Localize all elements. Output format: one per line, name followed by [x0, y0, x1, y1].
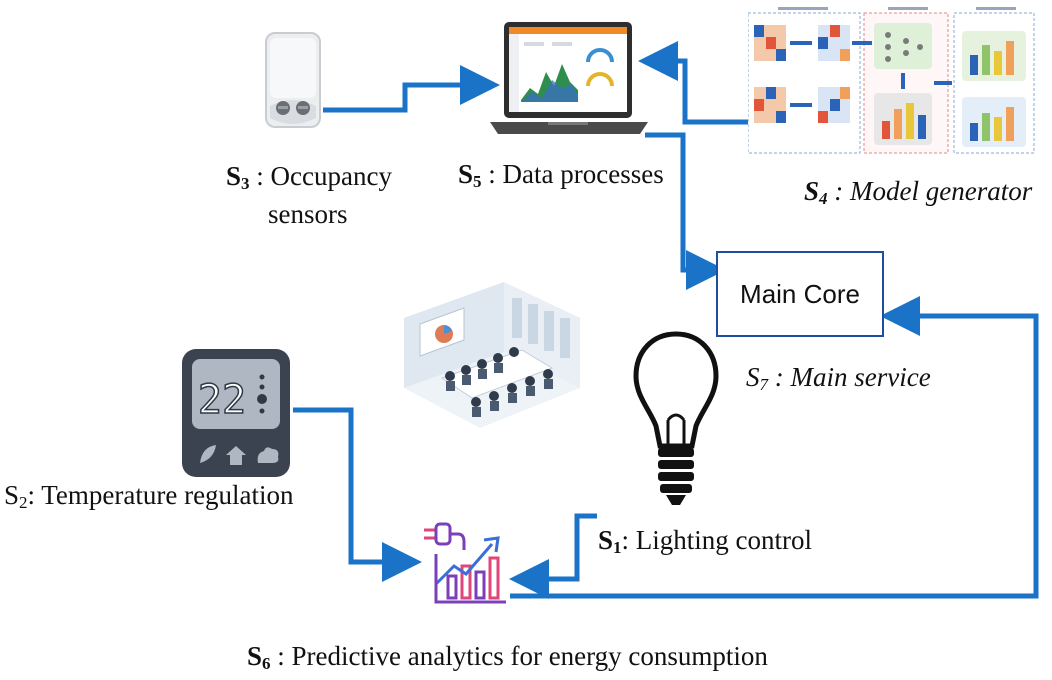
label-s7-num: 7	[759, 375, 769, 394]
thermostat-icon: 22	[182, 349, 290, 477]
label-s4-prefix: S	[804, 176, 820, 206]
occupancy-to-data-arrow	[323, 65, 500, 113]
label-s6: S6 : Predictive analytics for energy con…	[247, 640, 768, 680]
label-s5-num: 5	[473, 172, 482, 191]
light-bulb-icon	[633, 331, 719, 505]
label-s4-text: : Model generator	[827, 176, 1033, 206]
label-s3-line2-wrap: sensors	[268, 198, 348, 230]
label-s4-num: 4	[819, 189, 828, 208]
model-to-data-arrow	[638, 41, 748, 125]
laptop-dashboard-icon	[490, 22, 648, 134]
thermostat-reading: 22	[198, 377, 246, 423]
label-s2: S2: Temperature regulation	[4, 479, 294, 519]
label-s3-line2: sensors	[268, 199, 348, 229]
occupancy-sensor-icon	[265, 32, 321, 128]
thermostat-to-analytics-arrow	[293, 407, 422, 582]
label-s3-prefix: S	[226, 161, 242, 191]
label-s1-prefix: S	[598, 525, 614, 555]
label-s7: S7 : Main service	[746, 361, 931, 401]
main-core-label: Main Core	[740, 278, 860, 309]
label-s5-prefix: S	[458, 159, 474, 189]
label-s1: S1: Lighting control	[598, 524, 812, 564]
label-s1-num: 1	[613, 538, 622, 557]
model-generator-diagram-icon	[748, 7, 1035, 154]
label-s5-text: : Data processes	[481, 159, 664, 189]
label-s3: S3 : Occupancy	[226, 160, 392, 200]
label-s2-num: 2	[19, 493, 28, 512]
main-core-box: Main Core	[716, 251, 884, 337]
analytics-to-core-arrow	[510, 296, 1039, 599]
label-s6-text: : Predictive analytics for energy consum…	[270, 641, 768, 671]
meeting-room-icon	[404, 282, 580, 428]
label-s7-prefix: S	[746, 362, 760, 392]
label-s1-text: : Lighting control	[621, 525, 813, 555]
energy-analytics-icon	[424, 522, 506, 604]
label-s3-num: 3	[241, 174, 250, 193]
data-to-core-arrow	[645, 132, 726, 290]
label-s4: S4 : Model generator	[804, 175, 1032, 215]
label-s7-text: : Main service	[768, 362, 931, 392]
label-s2-prefix: S	[4, 480, 20, 510]
label-s5: S5 : Data processes	[458, 158, 664, 198]
label-s6-prefix: S	[247, 641, 263, 671]
label-s6-num: 6	[262, 654, 271, 673]
lighting-to-analytics-arrow	[509, 513, 597, 599]
label-s3-line1: : Occupancy	[249, 161, 392, 191]
label-s2-text: : Temperature regulation	[27, 480, 294, 510]
